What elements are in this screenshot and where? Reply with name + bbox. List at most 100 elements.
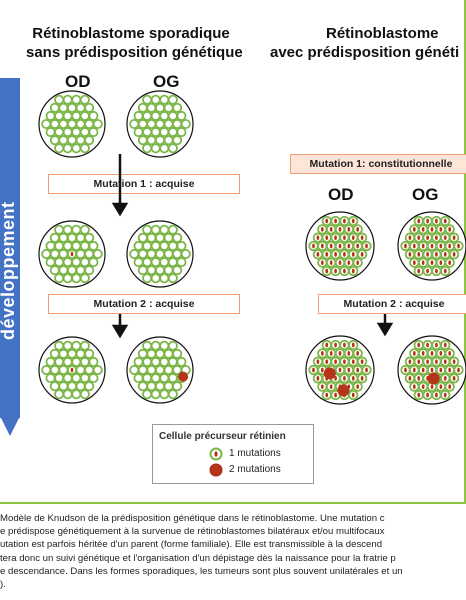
mutation-mark <box>312 367 315 373</box>
cell <box>79 94 90 105</box>
right-od-1-eye <box>305 211 375 281</box>
mutation-mark <box>417 375 421 381</box>
right-od-label: OD <box>328 185 354 204</box>
cell <box>71 257 82 268</box>
mutation-mark <box>351 251 355 257</box>
left-og-label: OG <box>153 72 180 91</box>
mutation-mark <box>435 392 438 398</box>
cell <box>41 248 52 260</box>
cell <box>163 135 174 146</box>
cell <box>142 340 153 351</box>
cell <box>71 127 82 138</box>
cell <box>172 248 183 260</box>
cell <box>142 257 153 268</box>
cell <box>49 348 60 359</box>
cell <box>54 240 65 251</box>
cell <box>79 356 90 367</box>
right-og-label: OG <box>412 185 439 204</box>
cell <box>137 118 148 130</box>
mutation-mark <box>70 251 74 257</box>
mutation-mark <box>351 359 355 365</box>
cell <box>54 389 65 400</box>
cell <box>66 232 78 243</box>
cell <box>58 364 69 376</box>
cell <box>66 118 78 130</box>
cell <box>150 257 161 268</box>
mutation-mark <box>448 243 452 249</box>
mutation-mark <box>343 375 346 381</box>
mutation-mark <box>439 227 443 232</box>
mutation-mark <box>329 260 333 265</box>
cell <box>66 102 78 113</box>
cell <box>66 348 78 359</box>
mutation-mark <box>417 251 421 257</box>
cell <box>71 389 82 400</box>
cell <box>62 257 73 268</box>
mutation-mark <box>435 235 438 241</box>
mutation-mark <box>430 243 434 249</box>
cell <box>84 102 95 113</box>
cell <box>167 257 178 268</box>
cell <box>172 232 183 243</box>
cell <box>49 265 60 276</box>
cell <box>88 110 99 121</box>
mutation-mark <box>347 227 351 232</box>
mutation-mark <box>325 342 329 348</box>
mutation-mark <box>430 367 434 373</box>
mutation-mark <box>417 392 421 398</box>
cell <box>167 373 178 384</box>
cell <box>88 127 99 138</box>
mutation-mark <box>426 359 429 365</box>
mutation-mark <box>343 359 346 365</box>
cell <box>146 102 157 113</box>
cell <box>159 240 170 251</box>
cell <box>79 257 90 268</box>
cell <box>163 248 174 260</box>
cell <box>58 248 69 260</box>
cell <box>167 224 178 235</box>
cell <box>88 240 99 251</box>
cell <box>58 265 69 276</box>
cell <box>75 102 86 113</box>
cell <box>163 118 174 130</box>
cell <box>129 248 140 260</box>
mutation-mark <box>448 351 452 356</box>
cell <box>154 381 166 392</box>
mutation-mark <box>360 359 364 365</box>
step-arrows <box>111 154 394 339</box>
mutation-mark <box>360 235 364 241</box>
cell <box>133 240 144 251</box>
mutation-mark <box>351 342 355 348</box>
mutation-mark <box>351 235 355 241</box>
cell <box>133 257 144 268</box>
cell <box>71 94 82 105</box>
mutation-mark <box>338 243 342 249</box>
mutation-mark <box>426 392 429 398</box>
mutation-mark <box>320 384 324 389</box>
cell <box>45 240 56 251</box>
cell <box>71 340 82 351</box>
mutation-mark <box>360 375 364 381</box>
cell <box>159 273 170 284</box>
cell <box>167 356 178 367</box>
mutation-mark <box>426 251 429 257</box>
cell <box>176 127 187 138</box>
cell <box>88 373 99 384</box>
cell <box>167 389 178 400</box>
cell <box>129 118 140 130</box>
cell <box>71 110 82 121</box>
mutation-mark <box>448 367 452 373</box>
cell <box>45 373 56 384</box>
caption-line-6: ). <box>0 579 6 591</box>
cell <box>88 356 99 367</box>
cell <box>62 356 73 367</box>
mutation-mark <box>334 375 337 381</box>
mutation-mark <box>360 251 364 257</box>
mutation-mark <box>329 384 333 389</box>
cell <box>159 356 170 367</box>
cell <box>133 356 144 367</box>
mutation-mark <box>412 384 416 389</box>
cell <box>84 364 95 376</box>
mutation-mark <box>443 375 447 381</box>
mutation-mark <box>421 367 425 373</box>
